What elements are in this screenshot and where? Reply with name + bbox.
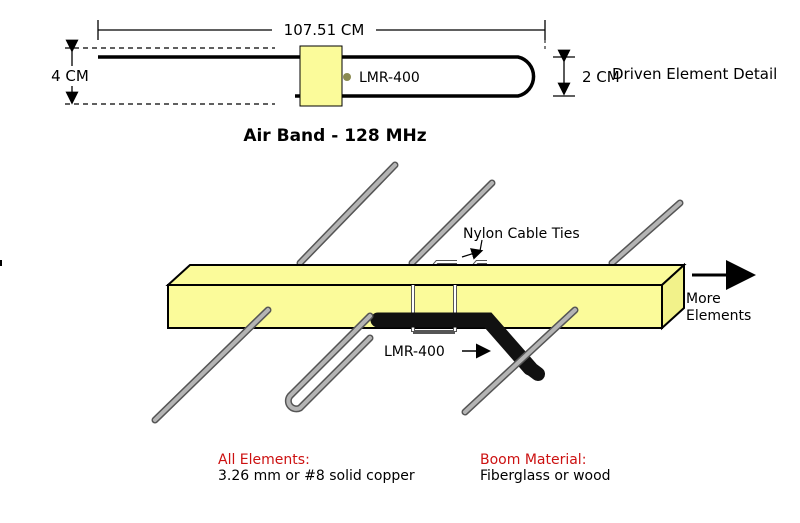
coax-label: LMR-400 (384, 344, 445, 360)
coax-cable (370, 312, 538, 376)
more-elements-label-1: More (686, 291, 721, 307)
detail-feed-label: LMR-400 (359, 70, 420, 86)
boom-text: Fiberglass or wood (480, 468, 611, 484)
diagram-title: Air Band - 128 MHz (243, 126, 426, 146)
height-label-left: 4 CM (51, 67, 89, 85)
boom-heading: Boom Material: (480, 452, 586, 468)
width-label: 107.51 CM (284, 21, 365, 39)
cable-ties-label: Nylon Cable Ties (463, 226, 580, 242)
detail-caption: Driven Element Detail (612, 65, 777, 83)
elements-heading: All Elements: (218, 452, 310, 468)
elements-text: 3.26 mm or #8 solid copper (218, 468, 415, 484)
feed-block (299, 45, 343, 107)
rods-back (296, 161, 684, 267)
notes: All Elements: 3.26 mm or #8 solid copper… (218, 452, 611, 484)
antenna-illustration: Nylon Cable Ties LMR-400 More Elements (151, 161, 756, 424)
folded-dipole (98, 55, 536, 98)
driven-element-detail: 107.51 CM 4 CM LMR-400 2 CM Driven Eleme… (48, 19, 777, 107)
more-elements-label-2: Elements (686, 308, 751, 324)
height-label-right: 2 CM (582, 68, 620, 86)
